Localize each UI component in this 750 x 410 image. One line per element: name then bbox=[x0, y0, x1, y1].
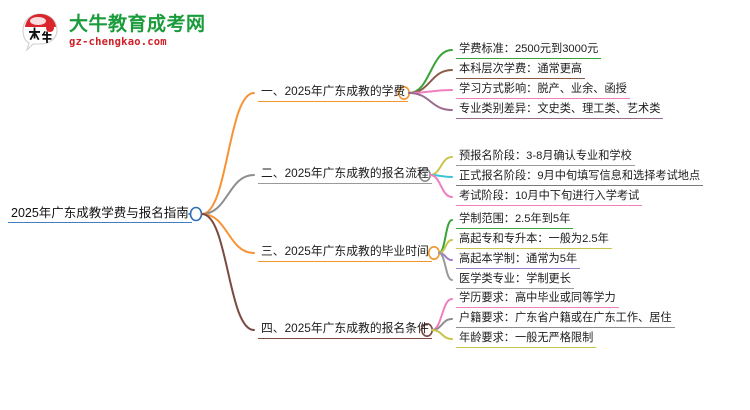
mindmap-branch-1[interactable]: 一、2025年广东成教的学费 bbox=[258, 84, 409, 102]
mindmap-leaf-4-2[interactable]: 户籍要求：广东省户籍或在广东工作、居住 bbox=[456, 312, 675, 328]
mindmap-leaf-3-3[interactable]: 高起本学制：通常为5年 bbox=[456, 253, 581, 269]
mindmap-leaf-2-2[interactable]: 正式报名阶段：9月中旬填写信息和选择考试地点 bbox=[456, 170, 704, 186]
logo-subtitle: gz-chengkao.com bbox=[69, 35, 167, 48]
mindmap-branch-4[interactable]: 四、2025年广东成教的报名条件 bbox=[258, 321, 432, 339]
mindmap-leaf-1-1[interactable]: 学费标准：2500元到3000元 bbox=[456, 43, 602, 59]
mindmap-leaf-1-2[interactable]: 本科层次学费：通常更高 bbox=[456, 63, 586, 79]
mindmap-leaf-2-1[interactable]: 预报名阶段：3-8月确认专业和学校 bbox=[456, 150, 635, 166]
mindmap-leaf-3-1[interactable]: 学制范围：2.5年到5年 bbox=[456, 213, 574, 229]
mindmap-branch-3[interactable]: 三、2025年广东成教的毕业时间 bbox=[258, 244, 432, 262]
mindmap-leaf-2-3[interactable]: 考试阶段：10月中下旬进行入学考试 bbox=[456, 190, 643, 206]
mindmap-root-node[interactable]: 2025年广东成教学费与报名指南 bbox=[8, 206, 192, 224]
mindmap-leaf-3-2[interactable]: 高起专和专升本：一般为2.5年 bbox=[456, 233, 612, 249]
mindmap-leaf-1-3[interactable]: 学习方式影响：脱产、业余、函授 bbox=[456, 83, 630, 99]
mindmap-leaf-1-4[interactable]: 专业类别差异：文史类、理工类、艺术类 bbox=[456, 103, 664, 119]
mindmap-leaf-4-3[interactable]: 年龄要求：一般无严格限制 bbox=[456, 332, 597, 348]
mindmap-leaf-4-1[interactable]: 学历要求：高中毕业或同等学力 bbox=[456, 292, 619, 308]
logo-title: 大牛教育成考网 bbox=[69, 13, 206, 35]
mindmap-branch-2[interactable]: 二、2025年广东成教的报名流程 bbox=[258, 166, 432, 184]
mindmap-leaf-3-4[interactable]: 医学类专业：学制更长 bbox=[456, 273, 574, 289]
cow-speech-bubble-logo-icon bbox=[18, 10, 62, 54]
site-logo[interactable]: 大牛教育成考网 gz-chengkao.com bbox=[18, 10, 206, 54]
